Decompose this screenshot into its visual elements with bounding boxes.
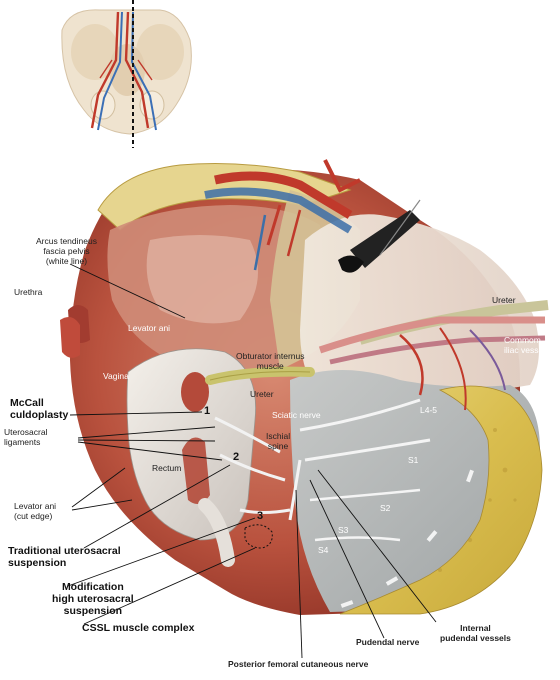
label-traditional-suspension: Traditional uterosacral suspension [8, 545, 121, 570]
main-cross-section [60, 159, 549, 615]
label-cssl-muscle-complex: CSSL muscle complex [82, 622, 195, 634]
label-modification-suspension: Modification high uterosacral suspension [52, 581, 134, 618]
label-rectum: Rectum [152, 463, 182, 473]
label-uterosacral-ligaments: Uterosacral ligaments [4, 427, 48, 447]
label-vagina: Vagina [103, 371, 129, 381]
label-internal-pudendal-vessels: Internal pudendal vessels [440, 623, 511, 643]
label-s1: S1 [408, 455, 419, 465]
label-pudendal-nerve: Pudendal nerve [356, 637, 420, 647]
label-ureter-right: Ureter [492, 295, 516, 305]
label-mccall-culdoplasty: McCall culdoplasty [10, 397, 69, 422]
marker-2: 2 [233, 451, 240, 463]
label-sciatic-nerve: Sciatic nerve [272, 410, 321, 420]
label-s4: S4 [318, 545, 329, 555]
label-urethra: Urethra [14, 287, 43, 297]
label-s3: S3 [338, 525, 349, 535]
inset-pelvis-thumbnail [61, 9, 192, 135]
label-l4-5: L4-5 [420, 405, 438, 415]
leader-lines [67, 263, 437, 659]
label-levator-ani-cut-edge: Levator ani (cut edge) [14, 501, 57, 521]
label-obturator-internus: Obturator internus muscle [236, 351, 305, 371]
label-posterior-femoral-nerve: Posterior femoral cutaneous nerve [228, 659, 369, 669]
label-arcus-tendineus: Arcus tendineus fascia pelvis (white lin… [36, 236, 97, 266]
marker-3: 3 [257, 510, 264, 522]
label-s2: S2 [380, 503, 391, 513]
label-common-iliac-vessels: Commom iliac vessels [504, 335, 550, 355]
label-ureter-left: Ureter [250, 389, 274, 399]
label-ischial-spine: Ischial spine [266, 431, 291, 451]
marker-1: 1 [204, 405, 211, 417]
label-levator-ani: Levator ani [128, 323, 171, 333]
